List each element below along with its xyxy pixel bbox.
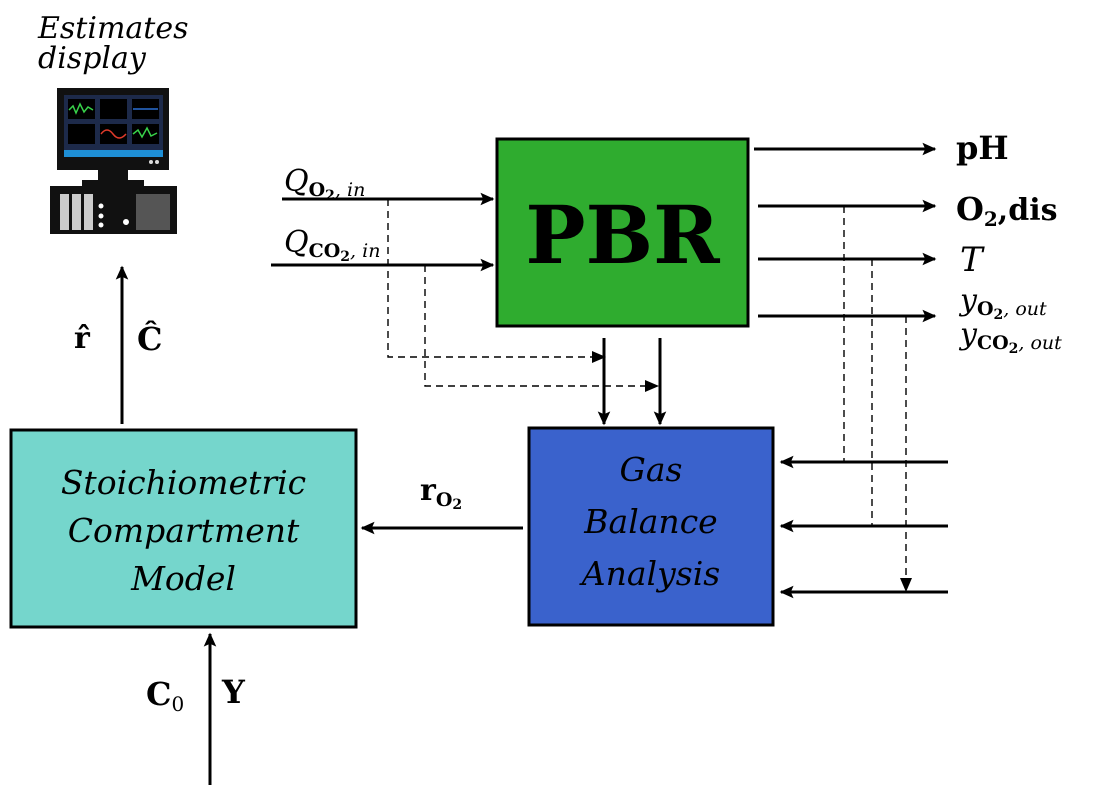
t-label: T [960, 240, 985, 280]
gba-line3: Analysis [579, 554, 720, 593]
ph-label: pH [956, 129, 1009, 167]
r-o2-label: rO2 [420, 473, 462, 513]
pbr-label: PBR [525, 188, 720, 282]
input-dashed-taps [387, 199, 651, 387]
q-o2-in-label: QO2, in [284, 164, 365, 204]
r-hat-label: r̂ [74, 321, 91, 356]
scm-line1: Stoichiometric [61, 463, 306, 502]
c0-label: C0 [146, 675, 184, 716]
pbr-block [495, 137, 750, 328]
gas-balance-block [527, 426, 775, 627]
scm-line3: Model [130, 559, 236, 598]
computer-monitor-icon: Estimates display [37, 11, 188, 234]
y-label: Y [221, 673, 246, 711]
scm-line2: Compartment [68, 511, 300, 550]
gba-line2: Balance [583, 502, 717, 541]
display-caption-line2: display [38, 41, 147, 76]
o2dis-label: O2,dis [956, 190, 1058, 231]
gba-line1: Gas [620, 450, 683, 489]
q-co2-in-label: QCO2, in [284, 225, 380, 265]
display-caption-line1: Estimates [37, 11, 188, 46]
y-o2-out-label: yO2, out [958, 283, 1047, 323]
output-dashed-taps [843, 206, 907, 580]
y-co2-out-label: yCO2, out [958, 317, 1062, 357]
stoichiometric-model-block [9, 428, 358, 629]
c-hat-label: Ĉ [137, 320, 162, 358]
